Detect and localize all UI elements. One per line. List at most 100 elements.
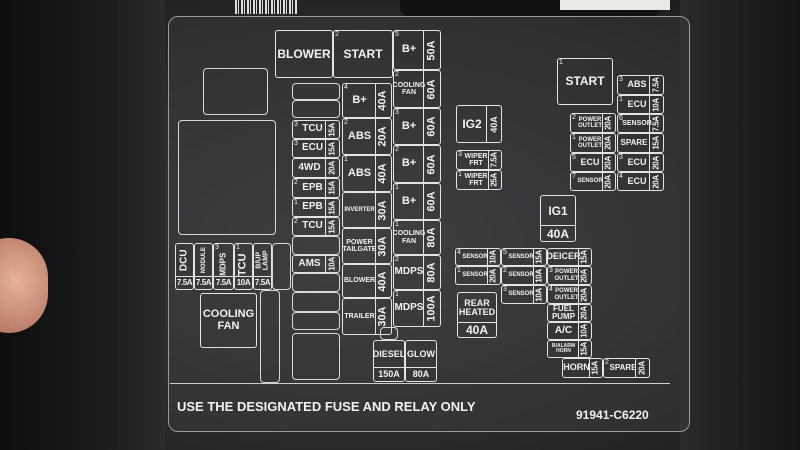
fuse-box-frame-right — [680, 0, 800, 450]
fuse-label: POWER OUTLET — [554, 269, 579, 282]
fuse-rating: 60A — [425, 153, 438, 175]
fuse-label: BLOWER — [343, 277, 376, 285]
fuse-rating: 20A — [604, 136, 614, 150]
fuse-number: 2 — [395, 146, 399, 153]
fuse-label: POWER OUTLET — [578, 136, 602, 149]
empty-fuse-slot — [380, 327, 398, 340]
fuse-rating: 15A — [651, 136, 661, 150]
fuse-label: REAR HEATED — [458, 297, 496, 317]
fuse-rating: 30A — [377, 306, 389, 327]
fuse-label: WIPER FRT — [464, 152, 488, 167]
fuse-box-frame-left — [0, 0, 165, 450]
fuse-rating: 7.5A — [651, 115, 661, 132]
fuse-number: 1 — [395, 291, 399, 298]
fuse-rating: 7.5A — [195, 278, 212, 287]
fuse-number: 2 — [335, 31, 339, 38]
fuse-label: B+ — [401, 43, 417, 56]
fuse-rating: 7.5A — [215, 278, 232, 287]
fuse-label: B+ — [401, 157, 417, 170]
fuse-number: 4 — [344, 84, 348, 91]
fuse-label: DIESEL — [372, 348, 406, 359]
fuse-number: 4 — [549, 286, 553, 293]
fuse-number: 5 — [395, 31, 399, 38]
fuse-rating: 25A — [490, 173, 500, 187]
fuse-label: ECU — [301, 142, 324, 154]
fuse-rating: 10A — [236, 278, 251, 287]
barcode-sticker — [235, 0, 297, 14]
fuse-label: A/C — [554, 324, 573, 336]
fuse-number: 2 — [294, 179, 298, 186]
fuse-rating: 10A — [580, 324, 590, 338]
fuse-label: COOLING FAN — [392, 230, 426, 245]
fuse-label: ECU — [627, 156, 647, 167]
empty-fuse-slot — [292, 312, 340, 330]
fuse-rating: 15A — [327, 200, 337, 215]
part-number: 91941-C6220 — [576, 408, 649, 422]
fuse-number: 2 — [395, 71, 399, 78]
fuse-label: ABS — [347, 129, 372, 142]
fuse-number: 3 — [503, 286, 507, 293]
fuse-rating: 20A — [327, 161, 337, 175]
fuse-label: SENSOR — [508, 253, 534, 260]
fuse-rating: 15A — [591, 361, 601, 375]
fuse-number: 1 — [294, 199, 298, 206]
fuse-label: POWER OUTLET — [578, 116, 602, 129]
fuse-rating: 40A — [546, 226, 569, 241]
empty-fuse-slot — [292, 273, 340, 292]
fuse-rating: 40A — [377, 163, 389, 184]
fuse-rating: 7.5A — [651, 77, 661, 93]
fuse-rating: 10A — [651, 97, 661, 112]
fuse-label: COOLING FAN — [392, 81, 426, 96]
fuse-label: TCU — [236, 253, 249, 276]
fuse-rating: 40A — [377, 270, 389, 292]
fuse-number: 2 — [503, 267, 507, 274]
fuse-rating: 20A — [604, 116, 614, 130]
fuse-rating: 30A — [377, 199, 389, 221]
fuse-number: 3 — [294, 140, 298, 147]
fuse-number: 3 — [619, 76, 623, 83]
fuse-label: INVERTER — [344, 206, 375, 213]
fuse-rating: 7.5A — [490, 152, 499, 168]
fuse-label: SENSOR — [462, 272, 488, 279]
fuse-rating: 15A — [535, 250, 545, 264]
fuse-rating: 60A — [425, 78, 438, 100]
fuse-rating: 20A — [604, 174, 614, 189]
fuse-rating: 20A — [580, 306, 590, 320]
fuse-rating: 15A — [327, 122, 337, 137]
fuse-number: 5 — [503, 249, 507, 256]
fuse-label: POWER TAILGATE — [342, 238, 377, 253]
fuse-rating: 80A — [425, 227, 438, 248]
fuse-cooling-fan-relay: COOLING FAN — [200, 293, 257, 348]
fuse-number: 4 — [457, 249, 461, 256]
fuse-rating: 10A — [327, 257, 337, 271]
fuse-number: 3 — [215, 244, 219, 251]
fuse-label: MDPS — [218, 252, 228, 277]
